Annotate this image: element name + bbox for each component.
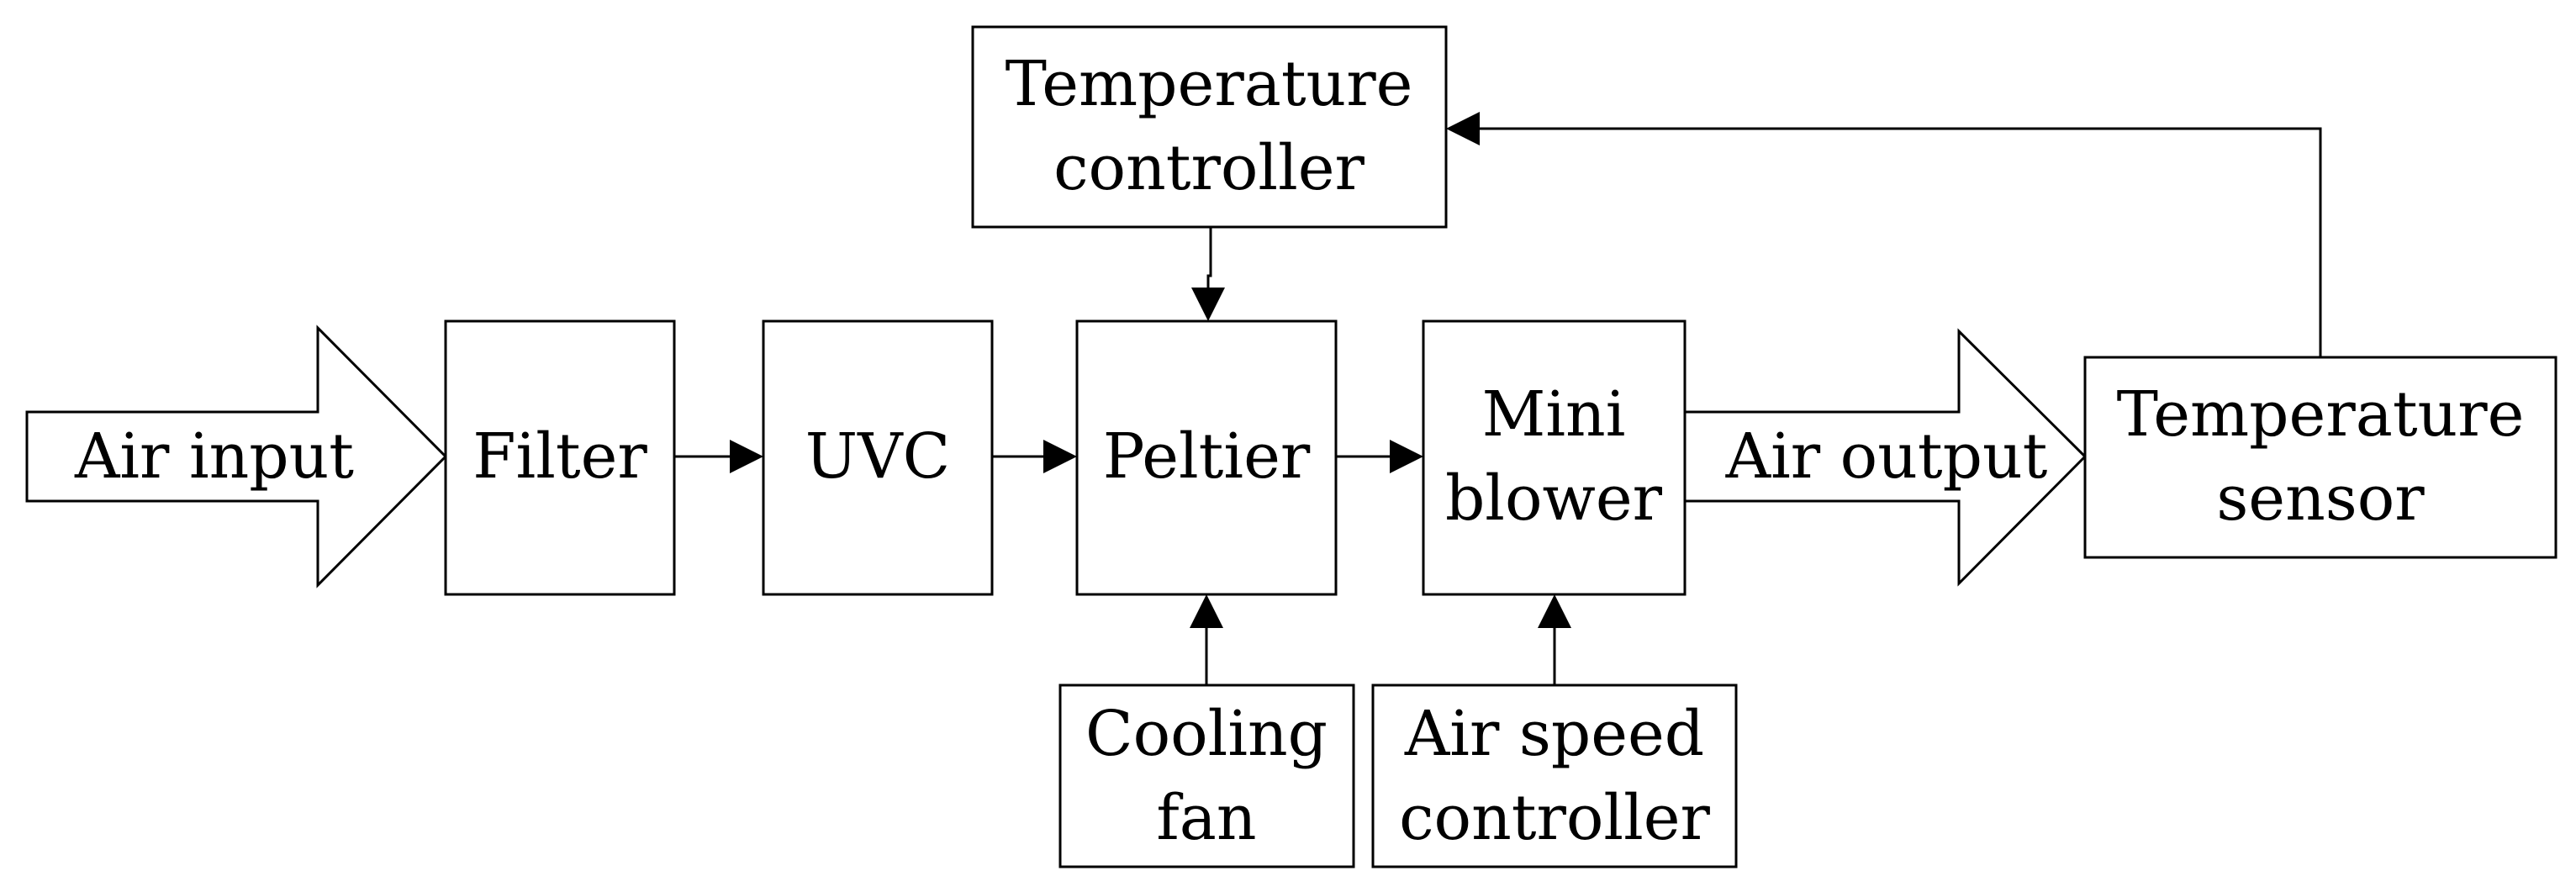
temperature-sensor-box <box>2083 356 2558 559</box>
air-speed-controller-box <box>1371 684 1738 868</box>
cooling-fan-box <box>1058 684 1355 868</box>
arrow-filter-to-uvc <box>674 440 763 473</box>
mini-blower-label-line1: Mini <box>1482 378 1626 451</box>
air-speed-controller-label-line2: controller <box>1399 782 1710 854</box>
peltier-box <box>1075 319 1338 596</box>
air-output-arrow <box>1683 328 2088 587</box>
filter-label: Filter <box>472 420 647 493</box>
peltier-label: Peltier <box>1103 420 1311 493</box>
temperature-sensor-label-line2: sensor <box>2216 462 2425 535</box>
arrow-temperature-sensor-to-temperature-controller <box>1446 112 2322 357</box>
cooling-fan-label-line2: fan <box>1156 782 1256 854</box>
arrow-cooling-fan-to-peltier <box>1190 594 1223 685</box>
arrow-air-speed-controller-to-mini-blower <box>1538 594 1571 685</box>
temperature-controller-label-line1: Temperature <box>1006 48 1413 120</box>
mini-blower-box <box>1422 319 1687 596</box>
temperature-sensor-label-line1: Temperature <box>2117 378 2525 451</box>
air-speed-controller-label-line1: Air speed <box>1404 698 1704 770</box>
temperature-controller-label-line2: controller <box>1053 132 1365 204</box>
uvc-label: UVC <box>805 420 950 493</box>
arrow-uvc-to-peltier <box>992 440 1077 473</box>
filter-box <box>444 319 676 596</box>
mini-blower-label-line2: blower <box>1445 462 1663 535</box>
arrow-temperature-controller-to-peltier <box>1191 227 1225 321</box>
air-input-arrow <box>25 325 448 589</box>
temperature-controller-box <box>971 25 1448 229</box>
air-input-label: Air input <box>74 420 354 493</box>
uvc-box <box>762 319 994 596</box>
arrow-peltier-to-mini-blower <box>1336 440 1423 473</box>
air-output-label: Air output <box>1725 420 2048 493</box>
cooling-fan-label-line1: Cooling <box>1085 698 1328 770</box>
